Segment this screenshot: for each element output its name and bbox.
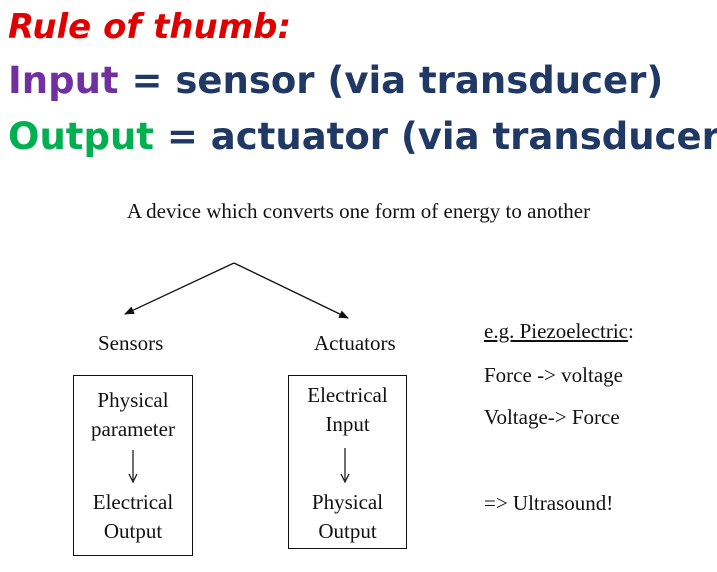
actuators-output-line2: Output: [318, 519, 377, 543]
rule-of-thumb-heading: Rule of thumb:: [8, 7, 292, 47]
sensors-label: Sensors: [98, 331, 164, 355]
sensors-down-arrow: [128, 450, 138, 484]
sensors-output-line1: Electrical: [92, 490, 174, 514]
example-force-to-voltage: Force -> voltage: [484, 363, 623, 387]
example-ultrasound: => Ultrasound!: [484, 491, 614, 515]
transducer-definition: A device which converts one form of ener…: [126, 199, 591, 223]
actuators-input-line1: Electrical: [307, 383, 388, 407]
branch-arrow-actuators: [233, 262, 349, 319]
input-keyword: Input: [8, 59, 119, 102]
actuators-label: Actuators: [314, 331, 396, 355]
actuators-input-line2: Input: [325, 412, 370, 436]
example-colon: :: [628, 319, 634, 343]
actuators-output-text: Physical Output: [289, 488, 406, 546]
output-rule-text: = actuator (via transducer): [154, 115, 717, 158]
sensors-input-text: Physical parameter: [74, 386, 192, 444]
sensors-output-line2: Output: [103, 519, 163, 543]
output-rule-line: Output = actuator (via transducer): [8, 118, 717, 155]
branch-arrow-sensors: [124, 262, 235, 315]
output-keyword: Output: [8, 115, 154, 158]
actuators-output-line1: Physical: [311, 490, 384, 514]
sensors-input-line2: parameter: [91, 417, 175, 441]
actuators-box: Electrical Input Physical Output: [288, 375, 407, 549]
example-voltage-to-force: Voltage-> Force: [484, 405, 620, 429]
sensors-input-line1: Physical: [97, 388, 169, 412]
actuators-input-text: Electrical Input: [289, 381, 406, 439]
actuators-down-arrow: [340, 448, 350, 484]
sensors-output-text: Electrical Output: [74, 488, 192, 546]
input-rule-text: = sensor (via transducer): [118, 59, 664, 102]
example-title: e.g. Piezoelectric: [484, 319, 629, 343]
input-rule-line: Input = sensor (via transducer): [8, 62, 663, 99]
sensors-box: Physical parameter Electrical Output: [73, 375, 193, 556]
